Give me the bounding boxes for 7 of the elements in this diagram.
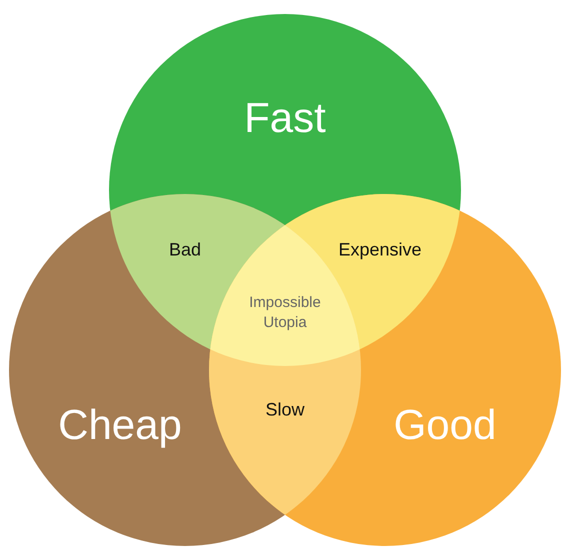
set-label: Fast [244, 94, 326, 142]
set-label: Good [394, 401, 496, 449]
set-label: Cheap [58, 401, 182, 449]
region-label: Slow [266, 400, 304, 420]
region-label: Bad [168, 240, 202, 260]
region-label: Impossible Utopia [248, 293, 322, 333]
region-label: Expensive [338, 240, 422, 260]
